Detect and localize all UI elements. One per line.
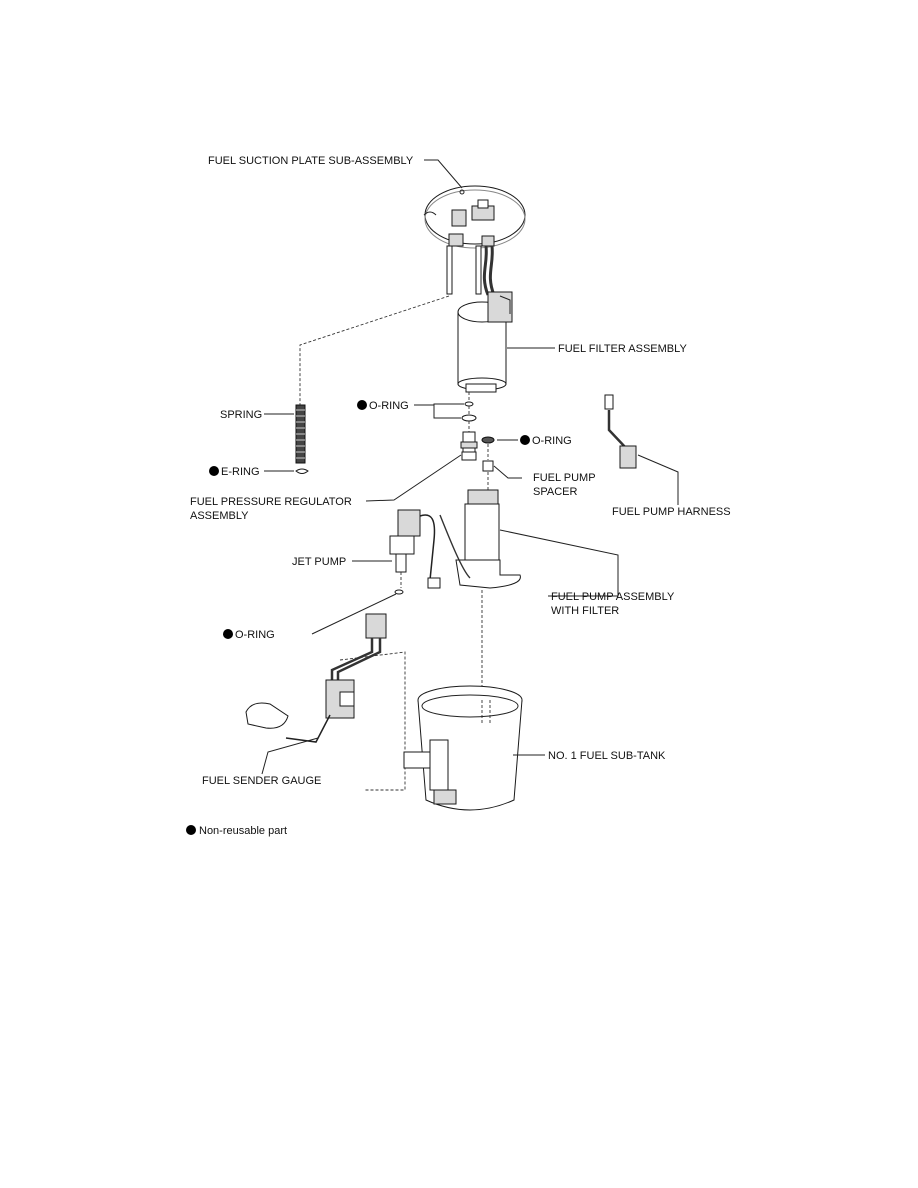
non-reusable-marker	[209, 466, 219, 476]
non-reusable-marker	[357, 400, 367, 410]
fuel-sub-tank-drawing	[403, 685, 523, 811]
label-o-ring-lower: O-RING	[235, 629, 275, 641]
fuel-sender-gauge-drawing	[245, 613, 387, 743]
o-ring-lower-drawing	[394, 589, 404, 595]
label-fuel-filter: FUEL FILTER ASSEMBLY	[558, 343, 687, 355]
label-fuel-pressure-regulator-line1: FUEL PRESSURE REGULATOR	[190, 496, 352, 508]
label-fuel-pump-spacer-line2: SPACER	[533, 486, 577, 498]
fuel-pump-spacer-drawing	[482, 460, 494, 472]
label-jet-pump: JET PUMP	[292, 556, 346, 568]
label-fuel-pressure-regulator-line2: ASSEMBLY	[190, 510, 249, 522]
label-o-ring-upper: O-RING	[369, 400, 409, 412]
label-e-ring: E-RING	[221, 466, 260, 478]
fuel-pressure-regulator-drawing	[460, 431, 478, 461]
label-fuel-suction-plate: FUEL SUCTION PLATE SUB-ASSEMBLY	[208, 155, 414, 167]
jet-pump-drawing	[389, 509, 441, 589]
label-fuel-pump-harness: FUEL PUMP HARNESS	[612, 506, 731, 518]
legend-non-reusable: Non-reusable part	[199, 825, 287, 837]
label-fuel-pump-assembly-line1: FUEL PUMP ASSEMBLY	[551, 591, 675, 603]
o-ring-right-drawing	[481, 436, 495, 444]
spring-drawing	[295, 404, 306, 464]
part-labels: FUEL SUCTION PLATE SUB-ASSEMBLY FUEL FIL…	[190, 155, 731, 787]
legend-marker	[186, 825, 196, 835]
leader-lines	[261, 159, 679, 775]
label-fuel-pump-spacer-line1: FUEL PUMP	[533, 472, 596, 484]
label-spring: SPRING	[220, 409, 262, 421]
non-reusable-marker	[223, 629, 233, 639]
fuel-filter-drawing	[457, 291, 513, 393]
fuel-suction-plate-drawing	[423, 185, 526, 296]
label-fuel-sub-tank: NO. 1 FUEL SUB-TANK	[548, 750, 666, 762]
non-reusable-marker	[520, 435, 530, 445]
legend: Non-reusable part	[186, 825, 287, 837]
label-fuel-pump-assembly-line2: WITH FILTER	[551, 605, 619, 617]
fuel-pump-assembly-drawing	[439, 489, 521, 589]
e-ring-drawing	[295, 468, 309, 474]
label-fuel-sender-gauge: FUEL SENDER GAUGE	[202, 775, 321, 787]
label-o-ring-right: O-RING	[532, 435, 572, 447]
